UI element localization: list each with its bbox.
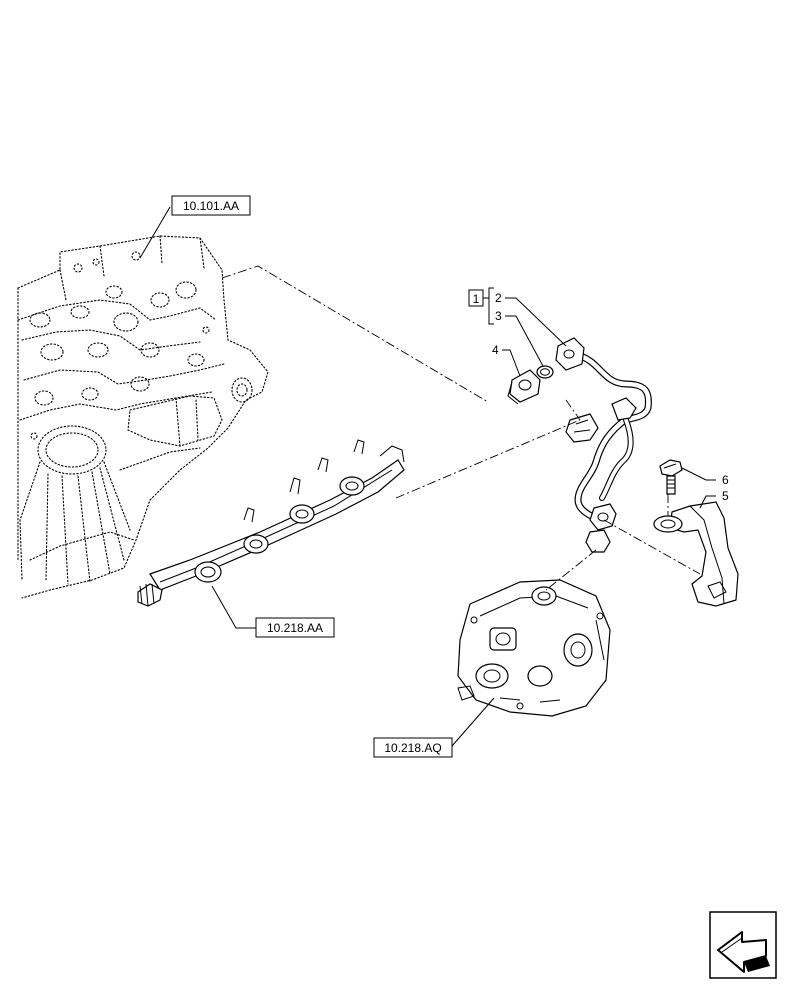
- svg-text:10.218.AA: 10.218.AA: [267, 621, 323, 635]
- leader-injection-pump: [451, 697, 495, 747]
- callout-4: 4: [492, 343, 521, 377]
- previous-page-arrow-icon[interactable]: [709, 911, 777, 979]
- bolt: [659, 459, 683, 495]
- callout-2: 2: [495, 291, 567, 347]
- callout-5: 5: [699, 489, 729, 509]
- assembly-lines: [221, 265, 701, 591]
- svg-text:3: 3: [495, 309, 502, 323]
- leader-engine-block: [139, 206, 171, 259]
- callout-6: 6: [681, 467, 729, 487]
- pipe-bracket: [653, 501, 739, 607]
- ref-injection-pump[interactable]: 10.218.AQ: [373, 737, 453, 758]
- svg-text:1: 1: [473, 292, 480, 306]
- svg-text:4: 4: [492, 343, 499, 357]
- injection-pump: [457, 579, 611, 717]
- seal-ring: [536, 365, 554, 379]
- svg-text:10.101.AA: 10.101.AA: [183, 199, 239, 213]
- callout-3: 3: [495, 309, 544, 367]
- svg-text:10.218.AQ: 10.218.AQ: [384, 741, 441, 755]
- fuel-rail: [137, 439, 405, 607]
- engine-block: [17, 235, 269, 599]
- svg-text:6: 6: [722, 473, 729, 487]
- pressure-sensor: [507, 369, 541, 405]
- svg-text:5: 5: [722, 489, 729, 503]
- ref-engine-block[interactable]: 10.101.AA: [171, 195, 251, 216]
- svg-text:2: 2: [495, 291, 502, 305]
- leader-fuel-rail: [211, 585, 256, 629]
- fuel-pipe: [555, 337, 652, 553]
- kit-box: 1: [468, 287, 494, 325]
- ref-fuel-rail[interactable]: 10.218.AA: [255, 617, 335, 638]
